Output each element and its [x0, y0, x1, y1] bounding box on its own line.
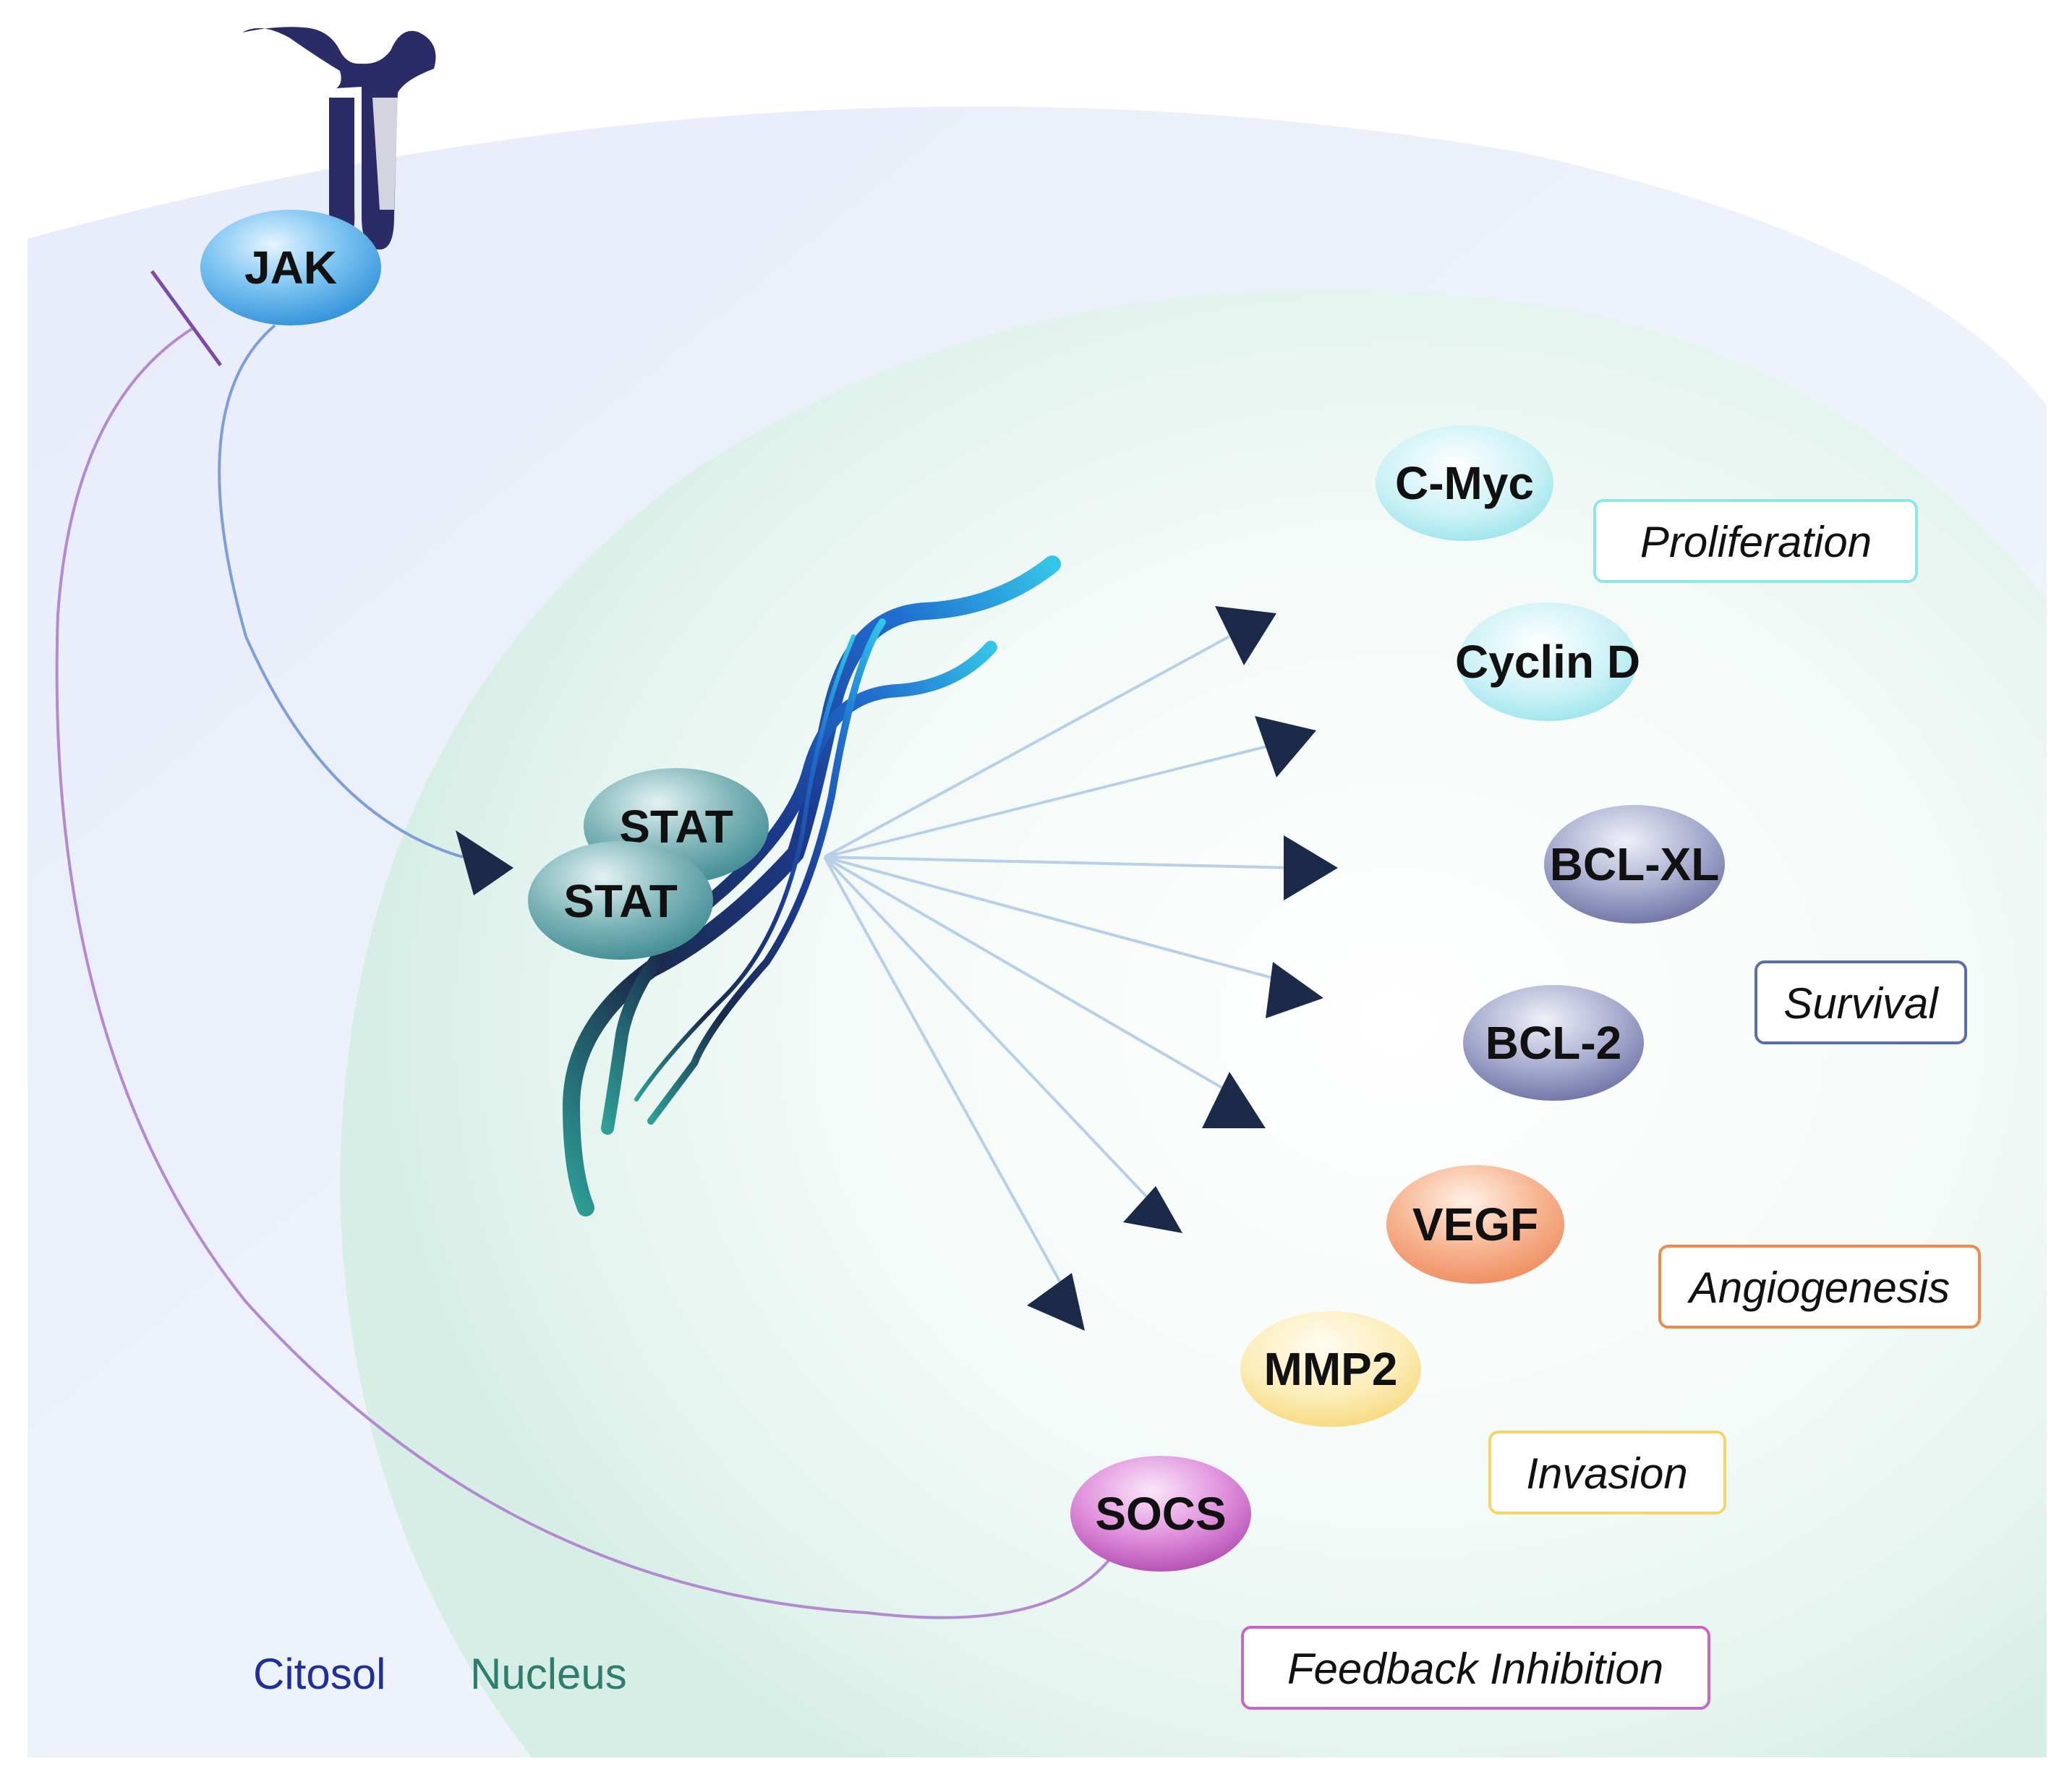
angiogenesis-label: Angiogenesis [1687, 1263, 1950, 1312]
cyclin-d-node [1459, 602, 1637, 721]
bcl-xl-node [1544, 805, 1725, 924]
jak-node [200, 210, 381, 325]
dna-helix-icon [562, 555, 1061, 1216]
feedback-inhibition-label: Feedback Inhibition [1287, 1645, 1663, 1693]
arrow-line-2 [824, 743, 1274, 858]
jak-label: JAK [244, 242, 337, 294]
arrow-line-1 [824, 635, 1230, 858]
target-gene-arrows [823, 606, 1338, 1331]
jak-to-stat-arrowhead [456, 830, 513, 895]
invasion-box [1488, 1431, 1726, 1514]
vegf-node [1386, 1165, 1564, 1284]
arrow-line-7 [823, 856, 1065, 1288]
cmyc-label: C-Myc [1395, 457, 1534, 509]
angiogenesis-box [1658, 1245, 1981, 1329]
arrowhead-6 [1123, 1186, 1182, 1233]
jak-to-stat-connector [218, 324, 464, 858]
citosol-label: Citosol [253, 1650, 385, 1698]
arrowhead-5 [1202, 1072, 1266, 1128]
nucleus-label: Nucleus [470, 1650, 627, 1698]
arrow-line-4 [824, 856, 1281, 981]
feedback-inhibition-box [1241, 1626, 1710, 1710]
feedback-inhibition-line [55, 328, 1112, 1619]
proliferation-box [1593, 499, 1918, 583]
bcl-2-node [1463, 985, 1644, 1101]
arrowhead-1 [1215, 606, 1276, 665]
invasion-label: Invasion [1526, 1449, 1687, 1498]
socs-node [1070, 1456, 1251, 1572]
socs-label: SOCS [1095, 1488, 1226, 1540]
arrowhead-7 [1027, 1273, 1085, 1331]
cmyc-node [1376, 425, 1553, 541]
stat-node-bottom [528, 841, 713, 960]
receptor-icon [242, 27, 436, 250]
cyclin-d-label: Cyclin D [1455, 636, 1640, 688]
proliferation-label: Proliferation [1640, 518, 1872, 566]
arrowhead-3 [1284, 835, 1338, 900]
arrow-line-6 [823, 856, 1159, 1209]
bcl-2-label: BCL-2 [1485, 1017, 1621, 1069]
arrowhead-4 [1266, 962, 1323, 1018]
arrowhead-2 [1255, 716, 1316, 777]
stat-label-bottom: STAT [563, 875, 678, 927]
inhibition-bar [150, 270, 223, 367]
vegf-label: VEGF [1412, 1198, 1538, 1250]
survival-label: Survival [1783, 979, 1939, 1028]
arrow-line-5 [823, 856, 1231, 1094]
arrow-line-3 [824, 856, 1295, 869]
survival-box [1755, 960, 1967, 1044]
bcl-xl-label: BCL-XL [1550, 838, 1720, 890]
mmp2-node [1240, 1311, 1421, 1427]
mmp2-label: MMP2 [1264, 1343, 1398, 1395]
